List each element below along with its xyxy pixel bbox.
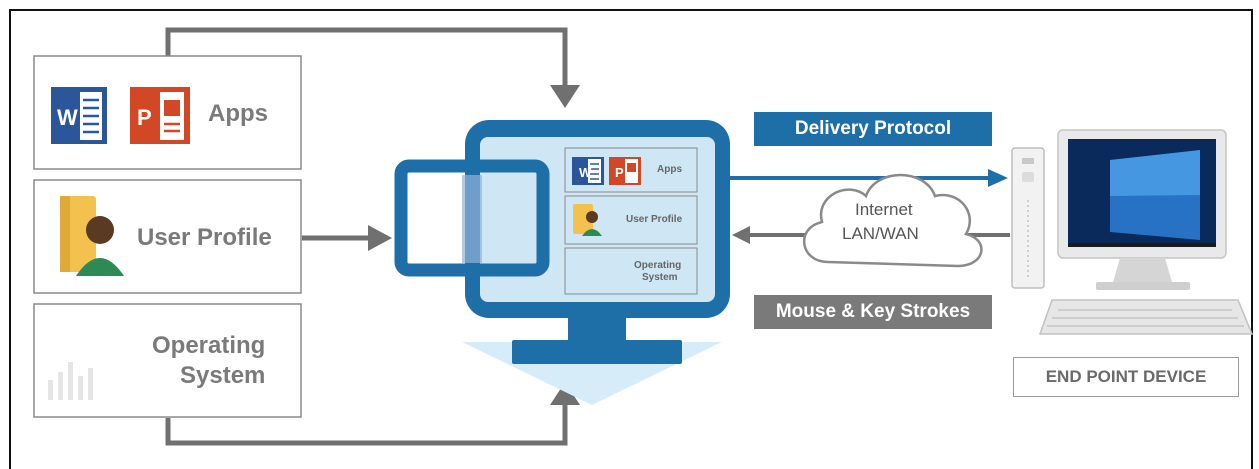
return-arrowhead: [732, 226, 750, 244]
delivery-protocol-banner: Delivery Protocol: [754, 112, 992, 146]
cloud-shape: [803, 173, 983, 268]
screen-apps-label: Apps: [657, 164, 682, 175]
screen-word-letter: W: [579, 165, 592, 180]
screen-os-box: [564, 247, 698, 295]
screen-user-profile-label: User Profile: [626, 214, 683, 225]
os-watermark-graphic: [48, 362, 93, 400]
mouse-keys-banner: Mouse & Key Strokes: [754, 295, 992, 329]
screen-profile-box: [564, 195, 698, 245]
window-overlap-shade: [462, 175, 482, 263]
endpoint-label-box: END POINT DEVICE: [1013, 357, 1239, 397]
pc-monitor-icon: [1057, 129, 1227, 290]
screen-word-icon: W: [572, 157, 604, 185]
delivery-arrowhead: [988, 169, 1008, 187]
screen-powerpoint-icon: P: [609, 157, 641, 185]
os-box: [33, 303, 302, 418]
profile-connector-arrowhead: [368, 225, 392, 251]
pc-tower-icon: [1011, 147, 1045, 289]
screen-os-label-line2: System: [642, 272, 678, 283]
powerpoint-icon-letter: P: [137, 105, 152, 130]
monitor-stand: [512, 340, 682, 364]
cloud-label-line1: Internet: [855, 200, 913, 219]
os-label-line2: System: [180, 362, 266, 389]
apps-connector-line: [165, 27, 568, 88]
screen-os-label-line1: Operating: [634, 260, 682, 271]
os-label-line1: Operating: [152, 332, 266, 359]
cloud-label-line2: LAN/WAN: [842, 224, 919, 243]
screen-ppt-letter: P: [615, 165, 624, 180]
user-profile-label: User Profile: [137, 224, 272, 251]
user-profile-icon: [60, 196, 124, 276]
screen-apps-box: [564, 147, 698, 193]
keyboard-icon: [1038, 299, 1254, 335]
monitor-neck: [568, 318, 626, 340]
screen-user-profile-icon: [573, 204, 602, 236]
apps-label: Apps: [208, 100, 268, 127]
window-frame: [394, 159, 550, 277]
powerpoint-icon: P: [130, 87, 190, 144]
os-connector-arrowhead: [550, 382, 580, 405]
outer-frame: [9, 9, 1253, 469]
os-connector-line: [165, 402, 568, 446]
word-icon-letter: W: [57, 105, 78, 130]
word-icon: W: [51, 87, 107, 144]
endpoint-label: END POINT DEVICE: [1045, 367, 1207, 386]
apps-connector-arrowhead: [550, 85, 580, 108]
